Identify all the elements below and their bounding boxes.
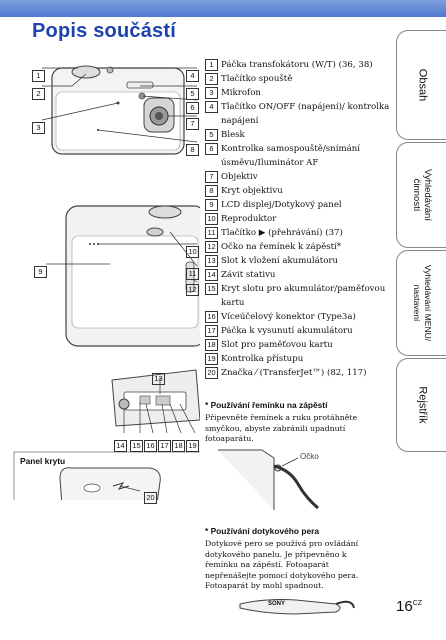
tab-index-label: Rejstřík [416,386,429,424]
stylus-pen-illustration [239,599,355,615]
pen-note-heading: * Používání dotykového pera [205,526,320,536]
camera-front [51,65,185,155]
page-number: 16CZ [396,598,423,615]
tab-index[interactable]: Rejstřík [396,358,446,452]
pen-note-body: Dotykové pero se používá pro ovládání do… [205,539,359,590]
callout-9: 9 [34,266,47,278]
callout-20: 20 [144,492,157,504]
camera-back [65,205,200,347]
callout-11: 11 [186,268,199,280]
tab-menu-search-label: Vyhledávání MENU/ nastavení [412,264,433,342]
tab-contents[interactable]: Obsah [396,30,446,140]
strap-eyelet-label: Očko [300,452,319,461]
callout-8: 8 [186,144,199,156]
strap-note-heading: * Používání řemínku na zápěstí [205,400,328,410]
cover-panel [59,467,161,500]
callout-18: 18 [172,440,185,452]
tab-operation-search[interactable]: Vyhledávání činností [396,142,446,248]
callout-12: 12 [186,284,199,296]
strap-note-body: Připevněte řemínek a ruku protáhněte smy… [205,413,358,443]
callout-14: 14 [114,440,127,452]
callout-1: 1 [32,70,45,82]
pen-brand: SONY [268,601,286,607]
callout-10: 10 [186,246,199,258]
callout-17: 17 [158,440,171,452]
callout-5: 5 [186,88,199,100]
callout-15: 15 [130,440,143,452]
callout-6: 6 [186,102,199,114]
top-banner [0,0,446,17]
strap-illustration [218,449,319,510]
callout-2: 2 [32,88,45,100]
tab-contents-label: Obsah [416,68,429,102]
callout-19: 19 [186,440,199,452]
panel-caption: Panel krytu [20,456,66,466]
tab-menu-search[interactable]: Vyhledávání MENU/ nastavení [396,250,446,356]
camera-illustrations [13,65,200,500]
callout-13: 13 [152,373,165,385]
callout-4: 4 [186,70,199,82]
callout-3: 3 [32,122,45,134]
tab-operation-search-label: Vyhledávání činností [411,169,433,221]
callout-7: 7 [186,118,199,130]
page-title: Popis součástí [32,20,176,42]
callout-16: 16 [144,440,157,452]
